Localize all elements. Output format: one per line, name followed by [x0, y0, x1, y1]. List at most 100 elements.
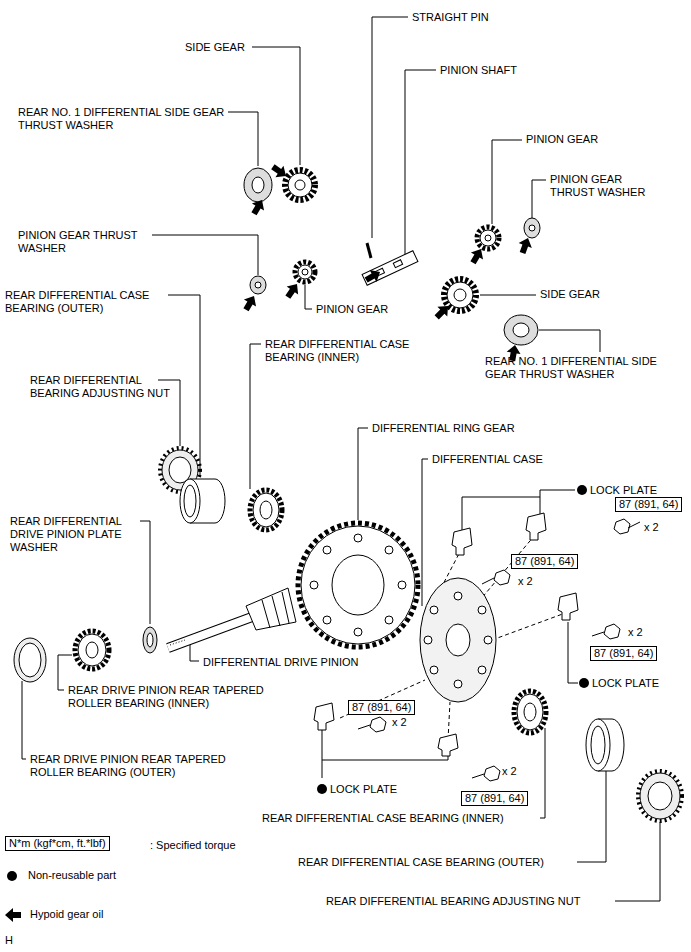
side-gear — [447, 282, 473, 308]
leader-line — [480, 295, 536, 296]
thrust-washer — [244, 168, 272, 202]
thrust-washer — [504, 315, 538, 345]
bolt — [484, 766, 500, 781]
part-name: REAR DRIVE PINION REAR TAPERED ROLLER BE… — [30, 753, 265, 779]
differential-case — [446, 624, 470, 656]
part-name: STRAIGHT PIN — [412, 11, 489, 24]
straight-pin — [367, 243, 371, 258]
oil-arrow — [5, 908, 21, 922]
drive-pinion — [262, 600, 270, 628]
leader-line — [372, 17, 408, 238]
ring-gear — [332, 555, 384, 615]
part-name: REAR DIFFERENTIAL CASE BEARING (INNER) — [265, 338, 420, 364]
straight-pin — [367, 243, 371, 258]
differential-case — [484, 636, 492, 644]
plate-washer — [143, 627, 157, 653]
drive-pinion — [246, 588, 296, 630]
pinion-shaft — [393, 260, 402, 268]
tapered-roller-bearing — [260, 501, 272, 519]
side-gear — [285, 170, 315, 200]
pinion-shaft — [362, 251, 418, 286]
pinion-shaft — [362, 251, 418, 286]
leader-line — [305, 285, 312, 309]
bearing-race — [19, 643, 41, 677]
part-name: REAR DIFFERENTIAL CASE BEARING (OUTER) — [5, 289, 180, 315]
bolt — [592, 632, 604, 636]
leader-line — [540, 490, 575, 515]
torque-value: 87 (891, 64) — [515, 555, 574, 567]
leader-line — [539, 330, 600, 352]
ring-gear — [385, 546, 393, 554]
bearing-race — [14, 638, 46, 682]
ring-gear — [354, 628, 362, 636]
part-name: REAR DIFFERENTIAL BEARING ADJUSTING NUT — [30, 374, 170, 400]
torque-box: 87 (891, 64) — [615, 497, 682, 512]
thrust-washer — [252, 177, 264, 193]
non-reusable-mark — [7, 871, 17, 881]
tapered-roller-bearing — [253, 493, 279, 527]
ring-gear — [323, 546, 331, 554]
leader-line — [615, 822, 660, 901]
bearing-race — [180, 479, 225, 523]
leader-line — [22, 17, 660, 901]
drive-pinion — [168, 588, 296, 648]
tapered-roller-bearing — [514, 691, 546, 733]
dashed-line — [492, 612, 568, 640]
differential-case — [424, 636, 432, 644]
adjusting-nut — [640, 773, 680, 819]
differential-case — [478, 606, 486, 614]
tapered-roller-bearing — [75, 631, 109, 669]
quantity-note: x 2 — [518, 575, 533, 588]
pinion-gear — [480, 230, 496, 246]
ring-gear — [298, 523, 418, 647]
bolt — [494, 570, 510, 585]
bearing-race — [586, 719, 610, 771]
tapered-roller-bearing — [86, 642, 98, 658]
leader-line — [322, 753, 448, 760]
pinion-gear — [302, 269, 308, 275]
bolt — [614, 519, 630, 534]
tapered-roller-bearing — [78, 634, 106, 666]
leader-line — [540, 728, 545, 818]
adjusting-nut — [638, 771, 682, 821]
part-name: PINION GEAR THRUST WASHER — [550, 173, 658, 199]
tapered-roller-bearing — [250, 490, 282, 530]
torque-box: 87 (891, 64) — [461, 791, 528, 806]
torque-value: 87 (891, 64) — [352, 701, 411, 713]
part-name: PINION GEAR — [316, 303, 388, 316]
thrust-washer — [255, 282, 261, 288]
part-name: PINION SHAFT — [440, 64, 517, 77]
quantity-note: x 2 — [392, 716, 407, 729]
differential-case — [430, 666, 438, 674]
bolt — [358, 725, 370, 729]
thrust-washer — [513, 323, 529, 337]
bearing-race — [591, 726, 605, 764]
differential-case — [420, 578, 496, 702]
figure-code: H — [5, 934, 13, 947]
tapered-roller-bearing — [517, 694, 543, 730]
part-name: REAR NO. 1 DIFFERENTIAL SIDE GEAR THRUST… — [18, 106, 233, 132]
bearing-race — [586, 719, 624, 771]
differential-case — [454, 592, 462, 600]
thrust-washer — [524, 218, 540, 238]
part-name: SIDE GEAR — [540, 288, 600, 301]
tapered-roller-bearing — [514, 691, 546, 733]
bolt — [482, 578, 494, 584]
part-name: SIDE GEAR — [185, 41, 245, 54]
oil-arrow — [363, 266, 384, 286]
part-name: REAR DIFFERENTIAL BEARING ADJUSTING NUT — [326, 895, 580, 908]
tapered-roller-bearing — [75, 631, 109, 669]
bearing-race — [184, 485, 196, 517]
ring-gear — [354, 534, 362, 542]
lock-plate — [314, 703, 334, 730]
lock-plate — [438, 734, 458, 756]
leader-line — [250, 344, 261, 489]
side-gear — [444, 279, 476, 311]
drive-pinion — [168, 617, 252, 648]
leader-line — [422, 459, 428, 606]
torque-value: 87 (891, 64) — [619, 498, 678, 510]
torque-box: 87 (891, 64) — [590, 646, 657, 661]
lock-plate — [314, 513, 578, 756]
part-name: PINION GEAR THRUST WASHER — [18, 229, 168, 255]
